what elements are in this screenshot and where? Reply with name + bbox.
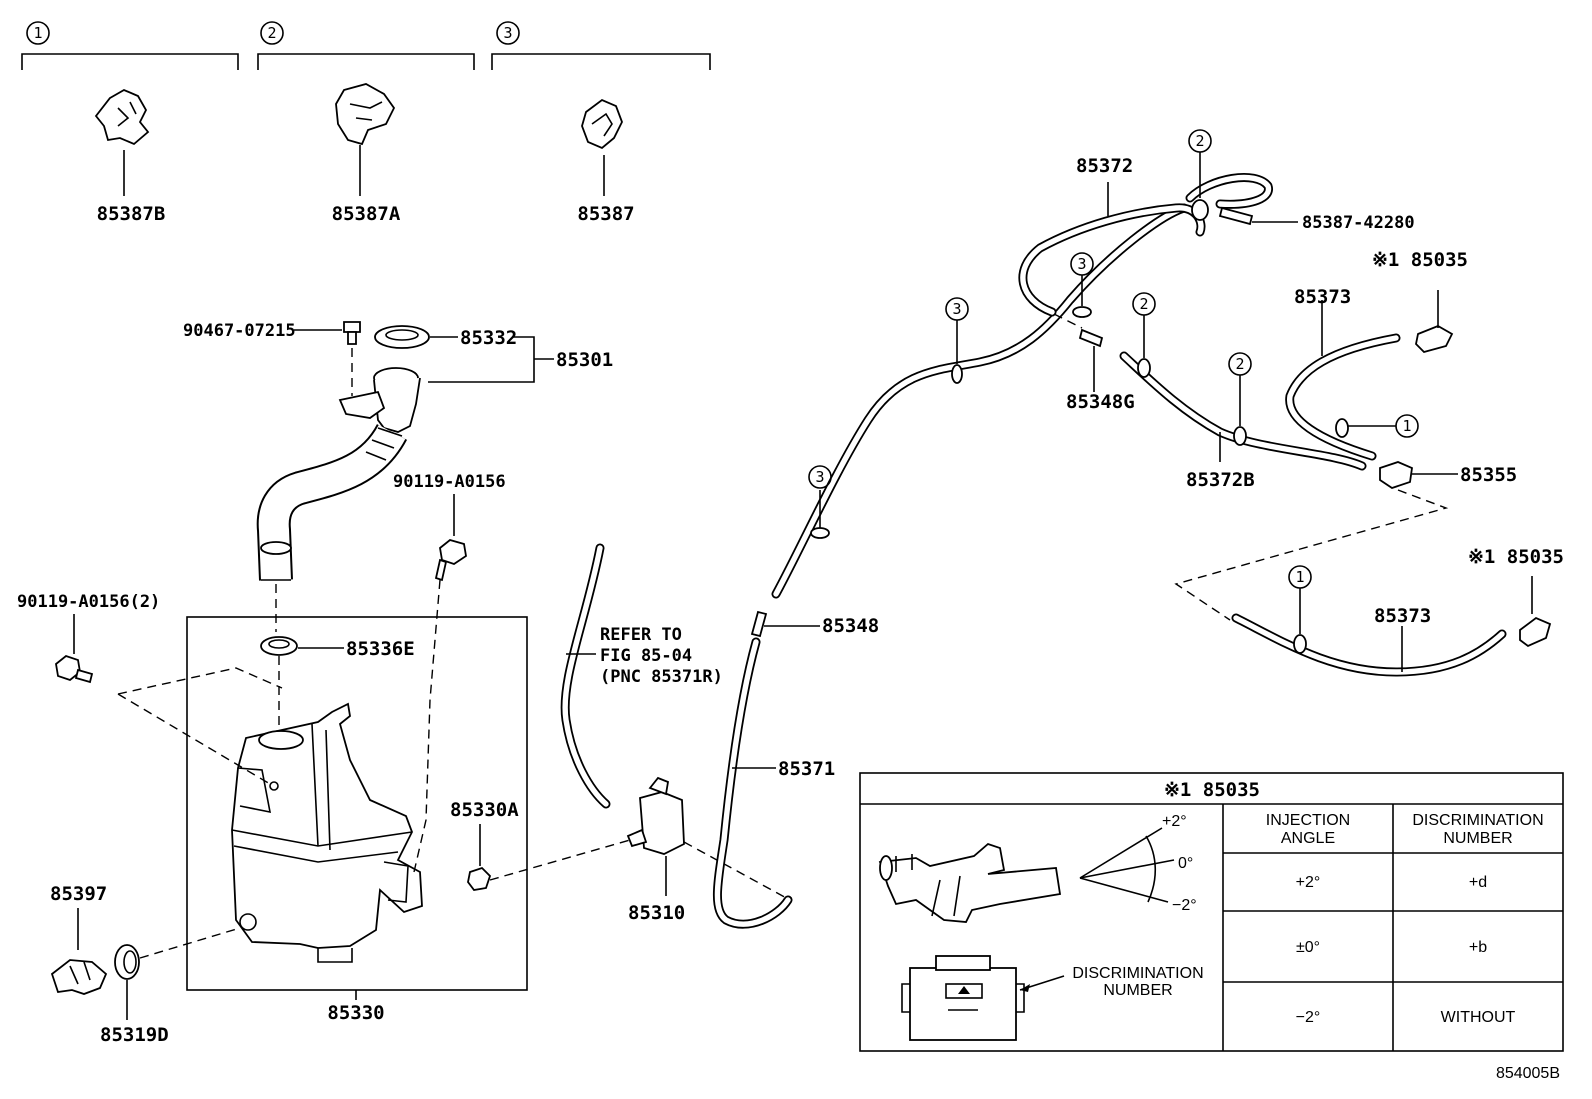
grommet-85336e: 85336E xyxy=(260,584,415,730)
clip-3-b: 3 xyxy=(945,297,969,384)
row1-number: +d xyxy=(1469,874,1487,891)
refer-note-line2: FIG 85-04 xyxy=(600,646,692,666)
joint-85348g: 85348G xyxy=(1053,313,1135,413)
hose-85372b: 2 2 85372B xyxy=(1119,292,1367,491)
row2-number: +b xyxy=(1469,939,1487,956)
table-title: ※1 85035 xyxy=(1164,779,1260,801)
discrimination-label-l1: DISCRIMINATION xyxy=(1072,965,1203,982)
joint-85348: 85348 xyxy=(750,610,879,638)
part-label-85332: 85332 xyxy=(460,327,517,349)
circled-number-2: 2 xyxy=(267,24,276,42)
part-label-90119-a0156-2: 90119-A0156(2) xyxy=(17,592,160,612)
bolt-90119-a0156: 90119-A0156 xyxy=(393,472,506,873)
part-label-85301: 85301 xyxy=(556,349,613,371)
clip-1-bottom: 1 xyxy=(1288,565,1312,654)
hose-85372: 3 3 3 2 85372 85387-42280 xyxy=(771,129,1415,599)
part-label-85372: 85372 xyxy=(1076,155,1133,177)
connector-view xyxy=(901,955,1025,1041)
part-label-85355: 85355 xyxy=(1460,464,1517,486)
clip-85387-icon xyxy=(581,98,623,150)
clip-1-top: 1 xyxy=(1335,414,1419,438)
part-label-85348g: 85348G xyxy=(1066,391,1135,413)
row3-number: WITHOUT xyxy=(1441,1009,1516,1026)
row3-angle: −2° xyxy=(1296,1009,1321,1026)
clip-group-3: 3 85387 xyxy=(491,21,711,225)
washer-tank-85330: 85330 xyxy=(231,702,423,1024)
part-label-85348: 85348 xyxy=(822,615,879,637)
part-label-85387a: 85387A xyxy=(332,203,401,225)
part-label-85035-bottom: ※1 85035 xyxy=(1468,546,1564,568)
clip-3-a: 3 xyxy=(808,465,832,539)
circled-number-1: 1 xyxy=(1402,417,1411,435)
row1-angle: +2° xyxy=(1296,874,1321,891)
circled-number-1: 1 xyxy=(33,24,42,42)
header-discrimination-l2: NUMBER xyxy=(1443,830,1512,847)
hose-85373-top: 85373 1 ※1 85035 xyxy=(1285,249,1468,461)
circled-number-3: 3 xyxy=(1077,255,1086,273)
angle-plus-2: +2° xyxy=(1162,813,1187,830)
circled-number-2: 2 xyxy=(1195,132,1204,150)
bolt-90119-a0156-x2: 90119-A0156(2) xyxy=(17,592,283,785)
refer-note-line3: (PNC 85371R) xyxy=(600,667,723,687)
part-label-85319d: 85319D xyxy=(100,1024,169,1046)
part-label-85387b: 85387B xyxy=(97,203,166,225)
refer-note-line1: REFER TO xyxy=(600,625,682,645)
figure-number: 854005B xyxy=(1496,1065,1560,1082)
part-label-85373-bottom: 85373 xyxy=(1374,605,1431,627)
circled-number-1: 1 xyxy=(1295,568,1304,586)
part-label-90119-a0156: 90119-A0156 xyxy=(393,472,506,492)
grommet-85330a: 85330A xyxy=(450,799,645,891)
check-valve-85355: 85355 xyxy=(1174,461,1517,621)
header-injection-angle-l2: ANGLE xyxy=(1281,830,1335,847)
filler-neck-assembly: 90467-07215 85332 85301 xyxy=(183,321,613,581)
clip-2-b: 2 xyxy=(1228,352,1252,446)
hose-85371: 85371 xyxy=(713,637,835,929)
circled-number-2: 2 xyxy=(1235,355,1244,373)
level-sensor-85397: 85397 xyxy=(50,883,107,995)
part-label-90467-07215: 90467-07215 xyxy=(183,321,296,341)
header-discrimination-l1: DISCRIMINATION xyxy=(1412,812,1543,829)
header-injection-angle-l1: INJECTION xyxy=(1266,812,1350,829)
part-label-85330: 85330 xyxy=(327,1002,384,1024)
circled-number-2: 2 xyxy=(1139,295,1148,313)
hose-85373-bottom: 1 85373 ※1 85035 xyxy=(1231,546,1564,677)
tank-frame xyxy=(186,616,528,991)
clip-group-2: 2 85387A xyxy=(257,21,475,225)
clip-2-a: 2 xyxy=(1132,292,1156,378)
clip-85387a-icon xyxy=(335,83,396,146)
part-label-85310: 85310 xyxy=(628,902,685,924)
part-label-85387-42280: 85387-42280 xyxy=(1302,213,1415,233)
row2-angle: ±0° xyxy=(1296,939,1320,956)
angle-zero: 0° xyxy=(1178,855,1193,872)
nozzle-side-view xyxy=(878,842,1062,923)
refer-hose: REFER TO FIG 85-04 (PNC 85371R) xyxy=(560,543,723,809)
angle-minus-2: −2° xyxy=(1172,897,1197,914)
circled-number-3: 3 xyxy=(503,24,512,42)
washer-pump-85310: 85310 xyxy=(626,776,791,924)
clip-3-c: 3 xyxy=(1070,252,1094,318)
part-label-85035-top: ※1 85035 xyxy=(1372,249,1468,271)
clip-85387b-icon xyxy=(94,88,150,146)
part-label-85397: 85397 xyxy=(50,883,107,905)
part-label-85373-top: 85373 xyxy=(1294,286,1351,308)
circled-number-3: 3 xyxy=(815,468,824,486)
discrimination-label-l2: NUMBER xyxy=(1103,982,1172,999)
clip-group-1: 1 85387B xyxy=(21,21,239,225)
grommet-85319d: 85319D xyxy=(100,927,241,1046)
part-label-85330a: 85330A xyxy=(450,799,519,821)
part-label-85387: 85387 xyxy=(577,203,634,225)
part-label-85336e: 85336E xyxy=(346,638,415,660)
nozzle-detail-table: ※1 85035 INJECTION ANGLE DISCRIMINATION … xyxy=(859,772,1564,1052)
part-label-85371: 85371 xyxy=(778,758,835,780)
part-label-85372b: 85372B xyxy=(1186,469,1255,491)
clip-2-top: 2 xyxy=(1188,129,1212,221)
circled-number-3: 3 xyxy=(952,300,961,318)
